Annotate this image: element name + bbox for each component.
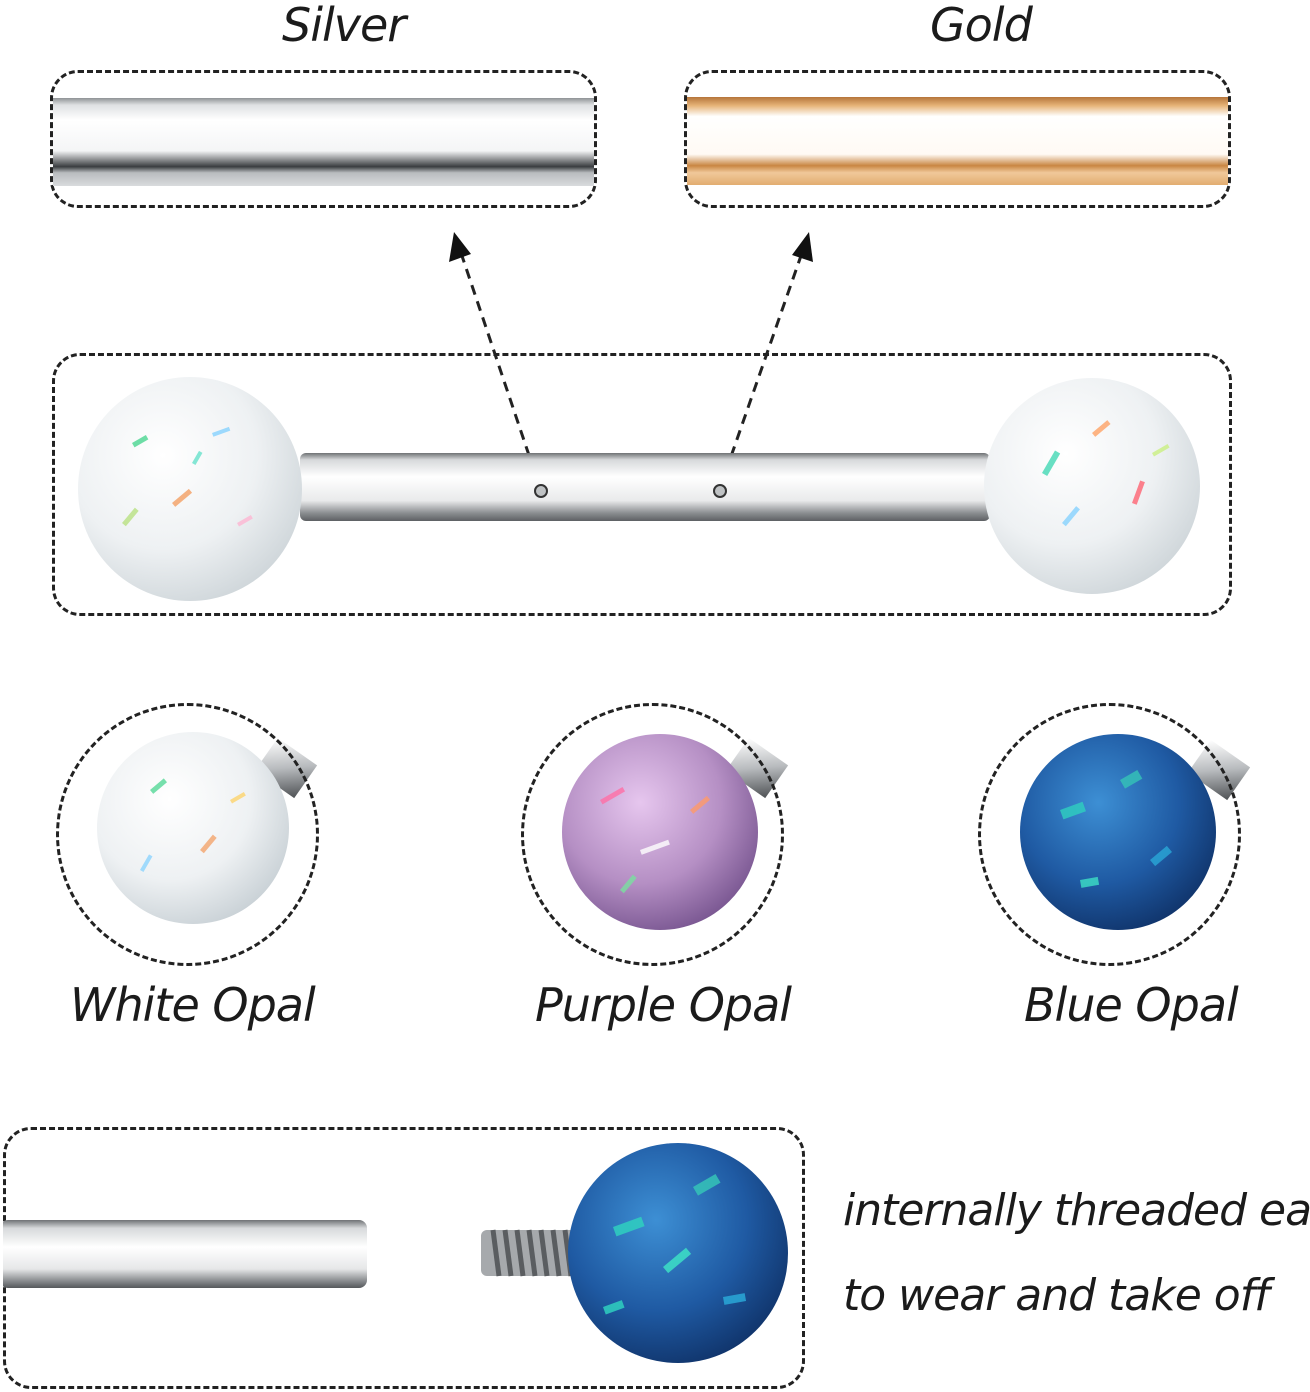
purple-opal-option[interactable] xyxy=(521,703,784,966)
barbell-illustration xyxy=(78,377,1200,601)
silver-bar-illustration xyxy=(53,98,594,186)
blue-opal-option[interactable] xyxy=(978,703,1241,966)
blue-opal-label: Blue Opal xyxy=(1024,978,1239,1032)
finish-pointer-arrows xyxy=(449,232,813,489)
threading-illustration xyxy=(3,1143,788,1363)
white-opal-label: White Opal xyxy=(70,978,316,1032)
barbell-display-box xyxy=(52,353,1232,616)
silver-finish-box[interactable] xyxy=(50,70,597,208)
white-opal-option[interactable] xyxy=(56,703,319,966)
feature-line-2: to wear and take off xyxy=(843,1270,1270,1321)
silver-title: Silver xyxy=(282,0,406,52)
gold-title: Gold xyxy=(930,0,1033,52)
gold-bar-illustration xyxy=(687,97,1228,185)
feature-line-1: internally threaded easy xyxy=(843,1185,1310,1236)
purple-opal-label: Purple Opal xyxy=(535,978,792,1032)
gold-finish-box[interactable] xyxy=(684,70,1231,208)
